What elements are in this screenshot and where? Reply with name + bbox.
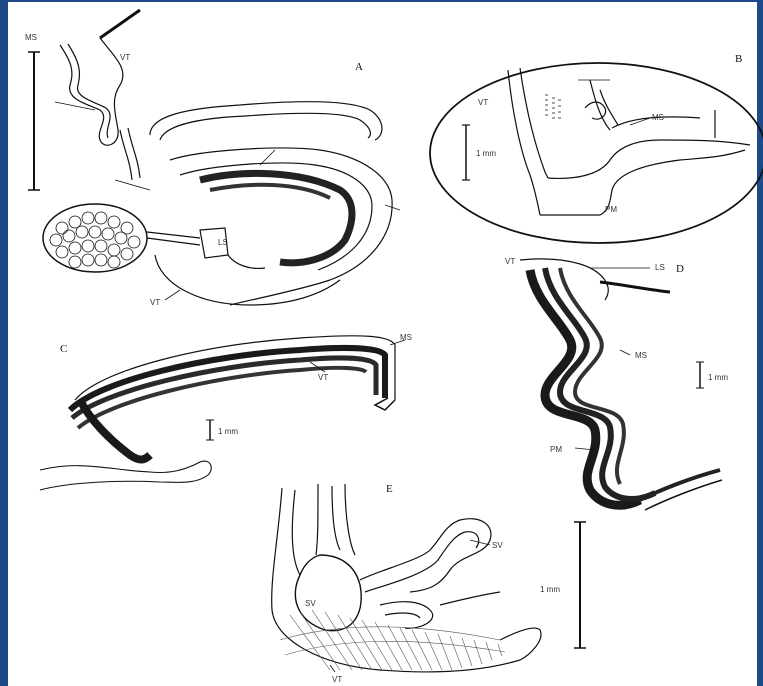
panel-b-label-pm: PM	[605, 205, 617, 214]
panel-a-label-ms: MS	[25, 33, 37, 42]
panel-e-label-sv: SV	[305, 599, 316, 608]
panel-b-letter: B	[735, 53, 742, 65]
panel-c-letter: C	[60, 343, 67, 355]
panel-a	[28, 10, 400, 305]
panel-a-label-vt: VT	[120, 53, 130, 62]
panel-d-label-ms: MS	[635, 351, 647, 360]
panel-d-label-vt: VT	[505, 257, 515, 266]
panel-c-scale-label: 1 mm	[218, 427, 238, 436]
panel-e-letter: E	[386, 483, 393, 495]
panel-c-label-vt: VT	[318, 373, 328, 382]
panel-c-label-ms: MS	[400, 333, 412, 342]
panel-e-scale-label: 1 mm	[540, 585, 560, 594]
panel-d-scale-label: 1 mm	[708, 373, 728, 382]
panel-a-letter: A	[355, 61, 363, 73]
panel-d-letter: D	[676, 263, 684, 275]
panel-a-label-vt2: VT	[150, 298, 160, 307]
panel-b-label-vt: VT	[478, 98, 488, 107]
panel-e	[272, 484, 586, 672]
panel-b-scale-label: 1 mm	[476, 149, 496, 158]
panel-d-label-pm: PM	[550, 445, 562, 454]
panel-a-label-ls: LS	[218, 238, 228, 247]
panel-d	[520, 259, 722, 510]
panel-b-label-ms: MS	[652, 113, 664, 122]
panel-e-label-sv2: SV	[492, 541, 503, 550]
panel-c	[40, 336, 405, 490]
panel-d-label-ls: LS	[655, 263, 665, 272]
panel-a-needle	[100, 10, 140, 38]
panel-e-label-vt: VT	[332, 675, 342, 684]
